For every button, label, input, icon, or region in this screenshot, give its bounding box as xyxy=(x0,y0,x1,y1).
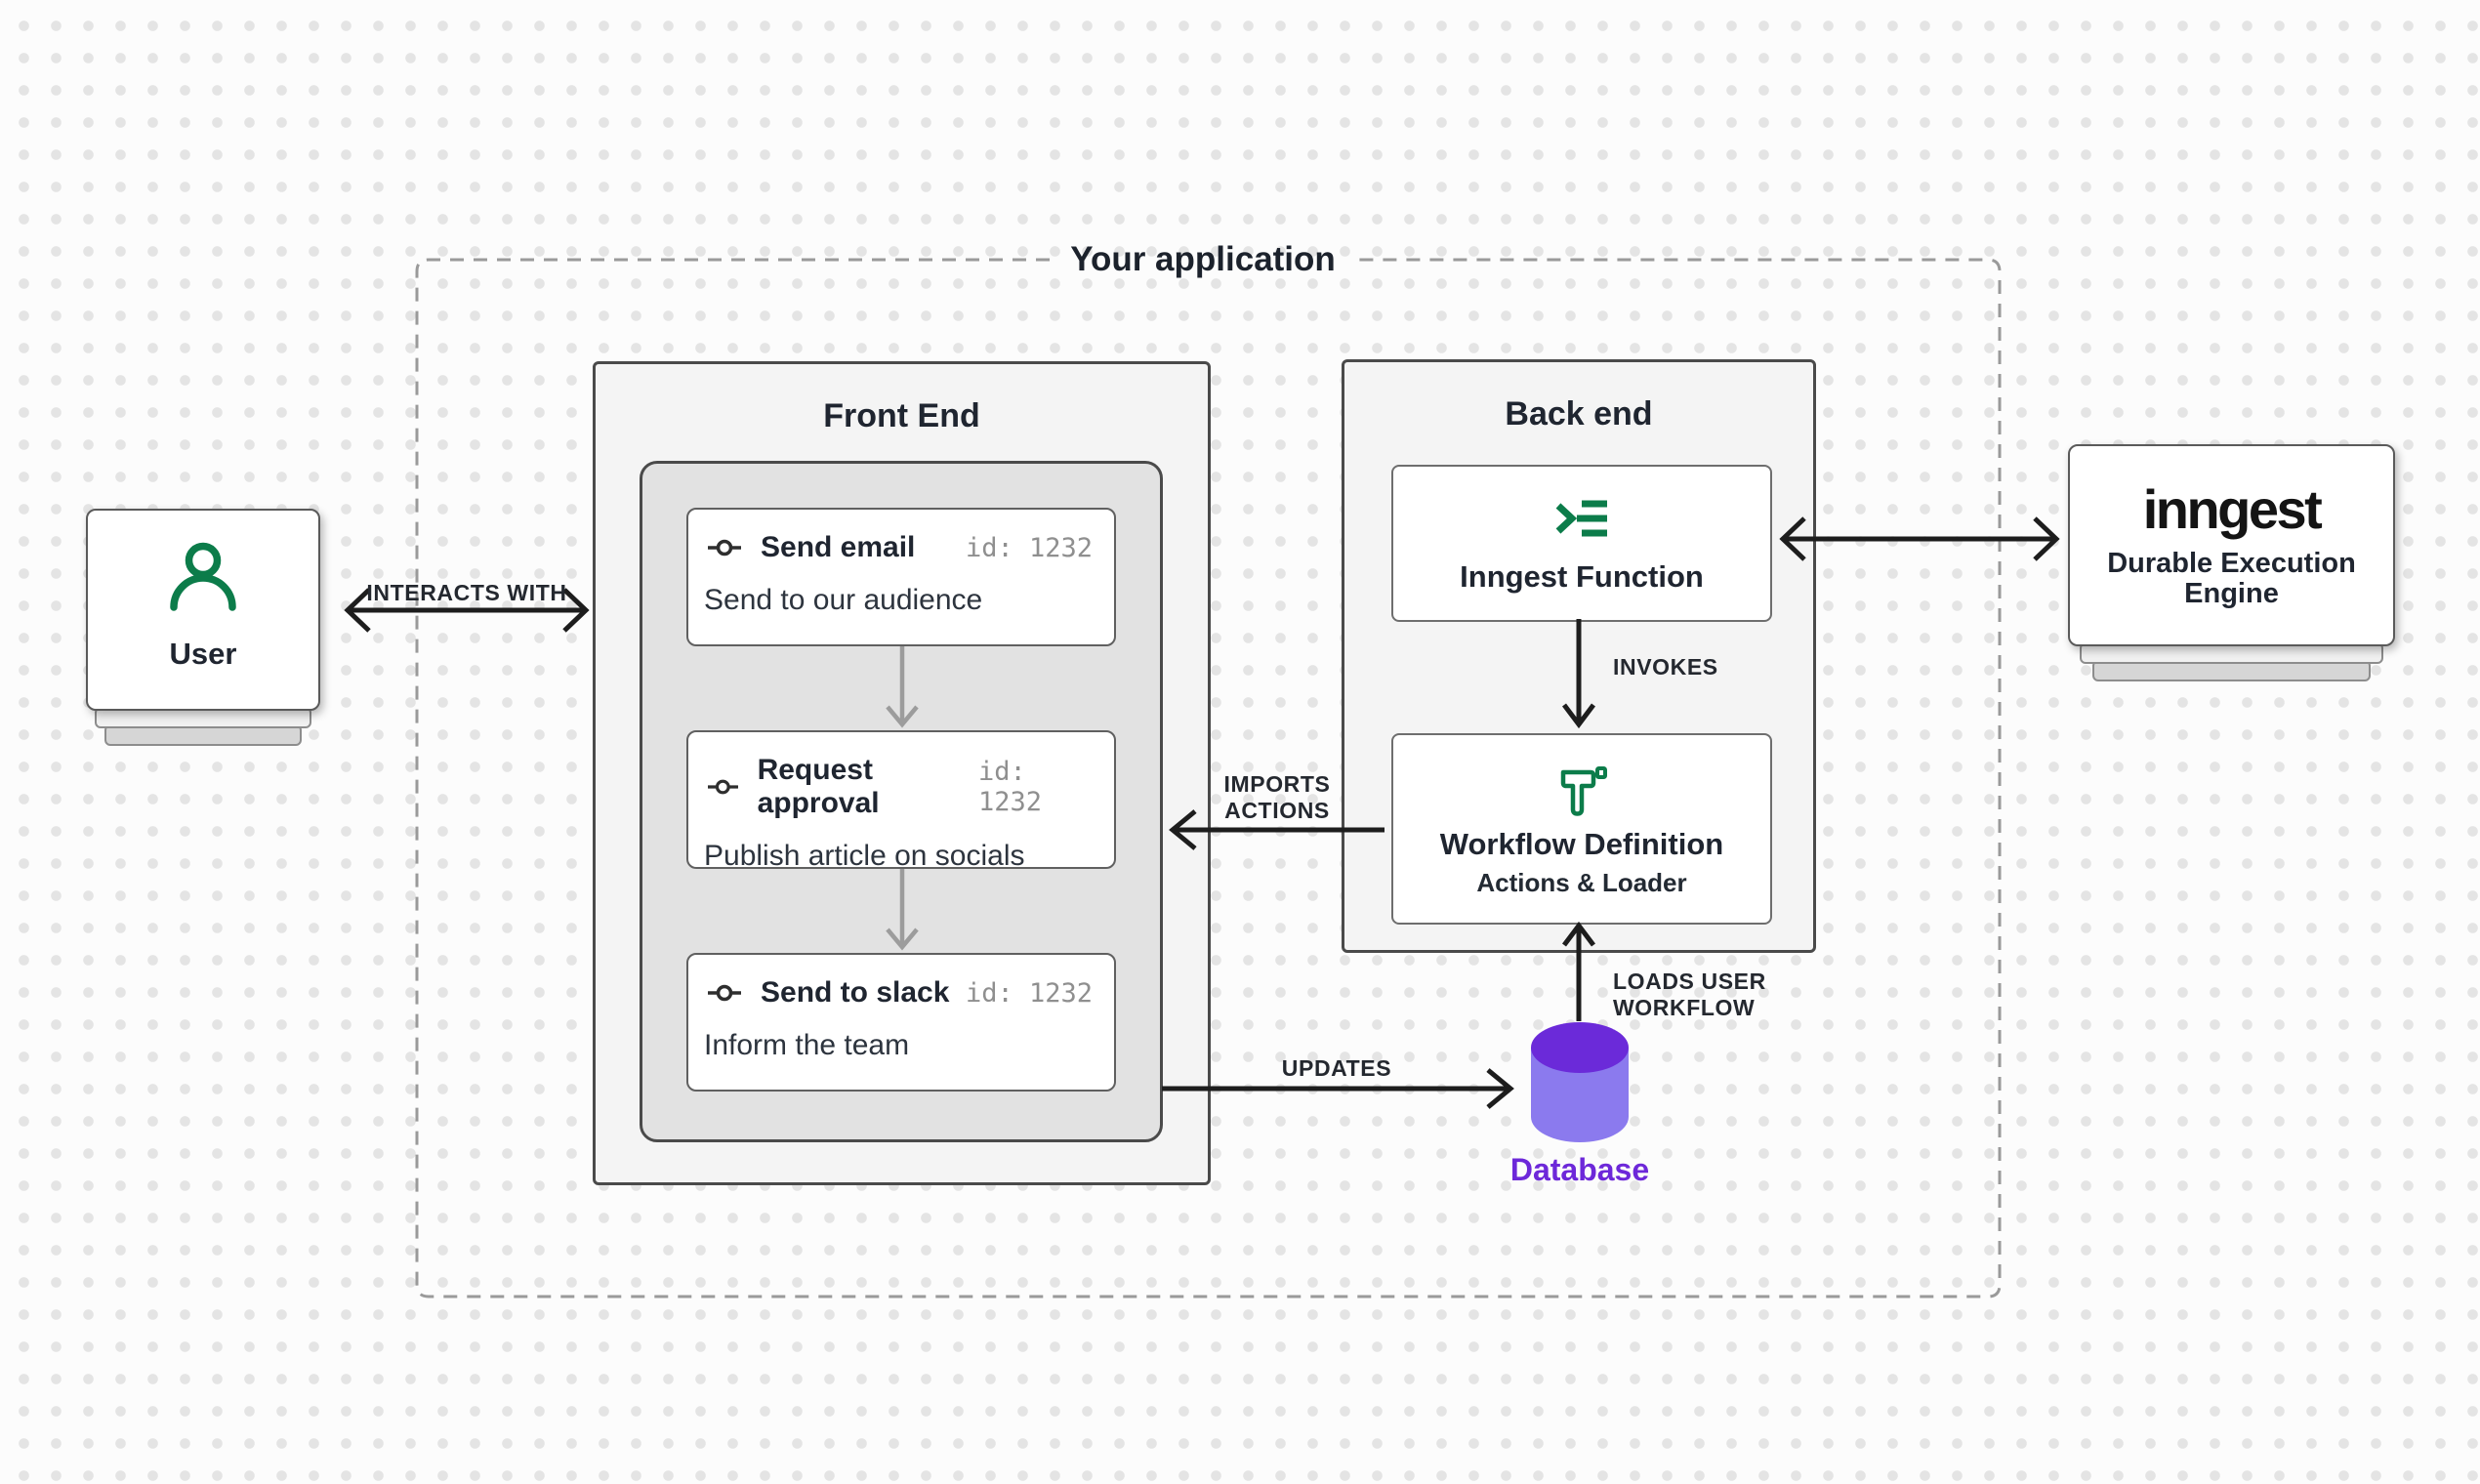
database-cylinder-icon xyxy=(1531,1022,1629,1142)
interacts-with-label: INTERACTS WITH xyxy=(366,580,567,605)
application-container-label: Your application xyxy=(1070,240,1336,278)
frontend-workflow-panel: Send email id: 1232 Send to our audience… xyxy=(640,461,1163,1142)
card-description: Publish article on socials xyxy=(704,840,1025,872)
workflow-definition-title: Workflow Definition xyxy=(1439,826,1724,861)
card-description: Send to our audience xyxy=(704,584,983,616)
backend-title: Back end xyxy=(1505,395,1653,433)
card-title: Send email xyxy=(761,531,916,563)
user-node-label: User xyxy=(169,637,237,671)
application-dashed-border xyxy=(415,258,2002,1298)
user-node xyxy=(86,509,320,711)
step-connector-arrow-2 xyxy=(886,869,919,951)
inngest-engine-subtitle-line1: Durable Execution xyxy=(2107,547,2356,579)
workflow-step-icon xyxy=(708,539,741,556)
invokes-label: INVOKES xyxy=(1613,654,1718,680)
terminal-list-icon xyxy=(1555,500,1607,536)
frontend-title: Front End xyxy=(823,397,980,434)
imports-actions-label-line1: IMPORTS xyxy=(1223,771,1331,797)
card-title: Send to slack xyxy=(761,976,950,1009)
loads-user-workflow-arrow xyxy=(1562,921,1595,1021)
updates-label: UPDATES xyxy=(1281,1055,1392,1081)
inngest-function-card: Inngest Function xyxy=(1391,465,1772,622)
workflow-definition-subtitle: Actions & Loader xyxy=(1476,867,1687,897)
inngest-engine-subtitle-line2: Engine xyxy=(2184,577,2279,609)
loads-user-workflow-label: LOADS USER WORKFLOW xyxy=(1613,969,1766,1021)
loads-user-workflow-label-line2: WORKFLOW xyxy=(1613,995,1756,1020)
workflow-card-send-to-slack: Send to slack id: 1232 Inform the team xyxy=(686,953,1116,1092)
engine-sync-arrow xyxy=(1779,516,2060,561)
inngest-logo: inngest xyxy=(2142,477,2323,540)
hammer-icon xyxy=(1560,765,1607,816)
workflow-card-send-email: Send email id: 1232 Send to our audience xyxy=(686,508,1116,646)
user-icon xyxy=(170,542,236,611)
invokes-arrow xyxy=(1562,619,1595,729)
workflow-step-icon xyxy=(708,984,741,1002)
card-id: id: 1232 xyxy=(965,977,1093,1009)
frontend-box: Front End Send email id: 1232 Send to ou… xyxy=(593,361,1211,1185)
workflow-definition-card: Workflow Definition Actions & Loader xyxy=(1391,733,1772,925)
inngest-function-label: Inngest Function xyxy=(1460,558,1704,594)
database-label: Database xyxy=(1509,1152,1650,1187)
loads-user-workflow-label-line1: LOADS USER xyxy=(1613,969,1766,994)
card-title: Request approval xyxy=(757,754,880,819)
workflow-card-request-approval: Request approval id: 1232 Publish articl… xyxy=(686,730,1116,872)
interacts-with-arrow xyxy=(344,588,590,633)
imports-actions-label: IMPORTS ACTIONS xyxy=(1179,771,1375,824)
card-id: id: 1232 xyxy=(978,757,1043,817)
inngest-engine-subtitle: Durable Execution Engine xyxy=(2107,547,2356,609)
workflow-step-icon xyxy=(708,779,738,795)
card-description: Inform the team xyxy=(704,1029,910,1061)
imports-actions-arrow xyxy=(1169,809,1385,850)
inngest-engine-node: inngest Durable Execution Engine xyxy=(2068,444,2395,646)
step-connector-arrow-1 xyxy=(886,646,919,728)
imports-actions-label-line2: ACTIONS xyxy=(1224,798,1330,823)
card-id: id: 1232 xyxy=(965,532,1093,563)
updates-arrow xyxy=(1162,1068,1514,1109)
